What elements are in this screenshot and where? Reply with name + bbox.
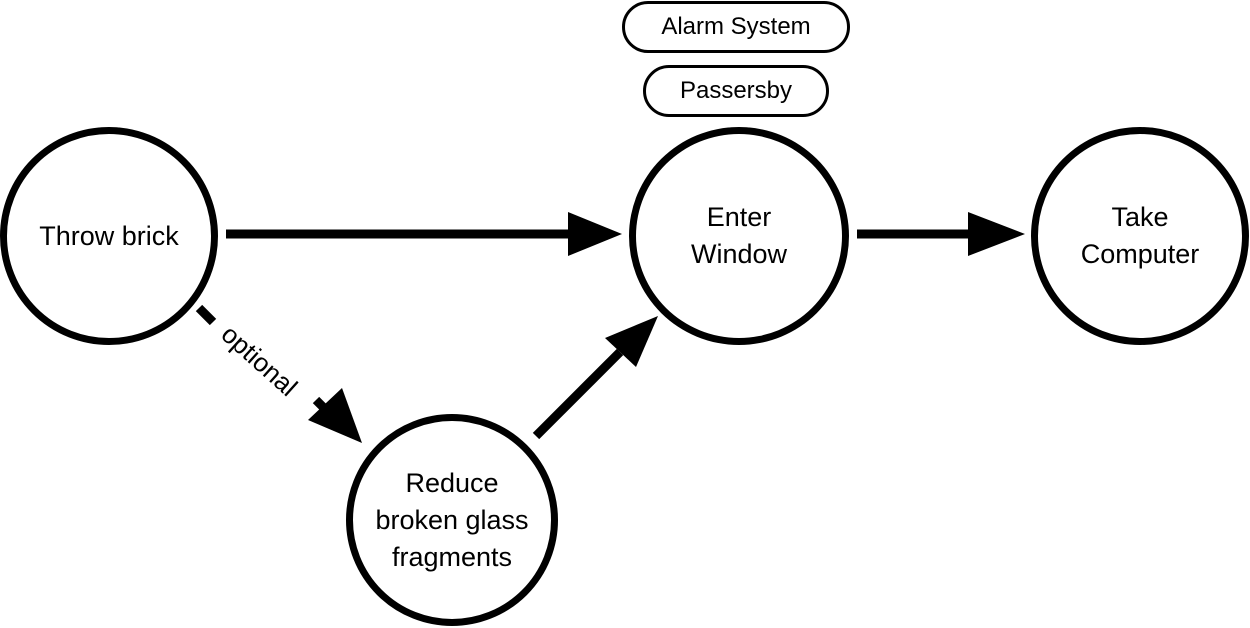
condition-alarm-system-label: Alarm System [661,13,811,40]
node-reduce-broken-glass-label: Reduce broken glass fragments [375,467,529,572]
node-reduce-broken-glass: Reduce broken glass fragments [346,414,558,626]
condition-passersby-label: Passersby [679,77,793,104]
node-take-computer-label: Take Computer [1080,202,1200,269]
edge-enter-to-take [857,212,1025,256]
condition-passersby: Passersby [643,65,829,117]
edge-throw-to-enter [226,212,622,256]
node-take-computer: Take Computer [1031,127,1249,345]
node-throw-brick-label: Throw brick [39,220,179,251]
node-throw-brick: Throw brick [0,127,218,345]
edge-reduce-to-enter [532,316,658,440]
optional-edge-label: optional [216,319,304,402]
edge-throw-to-reduce-optional [195,304,362,443]
node-enter-window: Enter Window [629,127,849,345]
node-enter-window-label: Enter Window [690,202,788,269]
condition-alarm-system: Alarm System [622,1,850,53]
